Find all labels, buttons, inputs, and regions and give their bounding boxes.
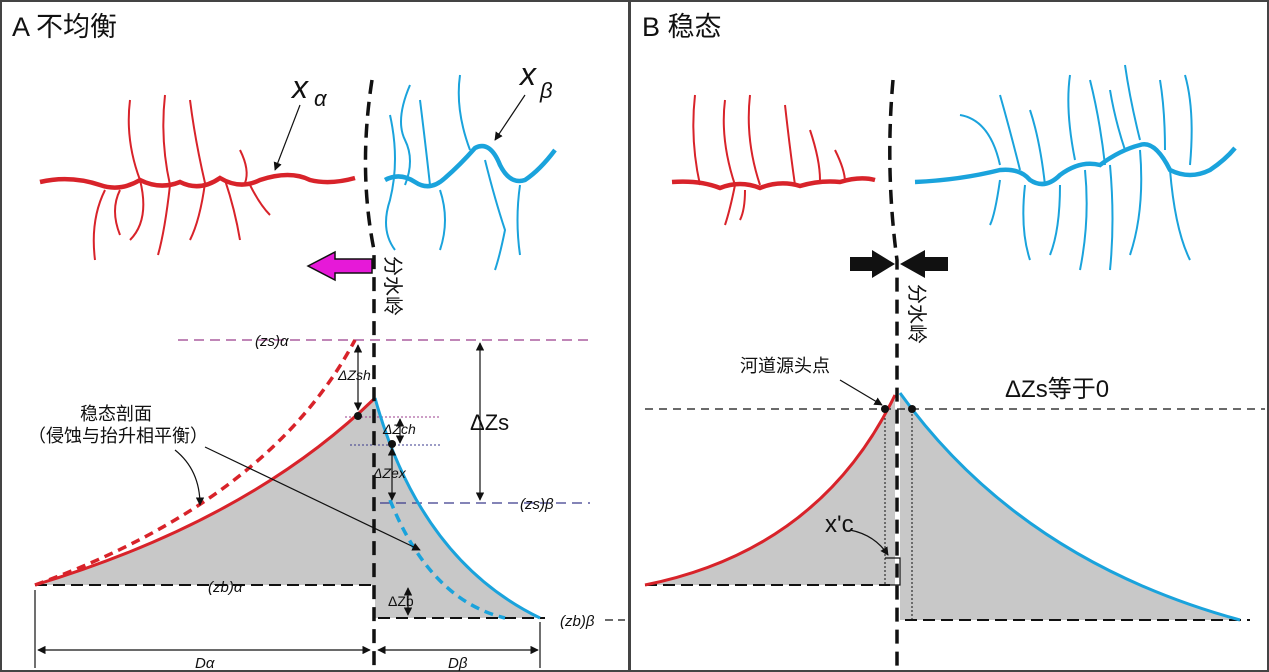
b-left-convergence-arrow	[850, 250, 895, 278]
alpha-basin-fill	[35, 398, 375, 585]
b-channel-head-pointer	[839, 379, 883, 406]
divide-line-a	[363, 79, 376, 672]
steady-profile-line2: （侵蚀与抬升相平衡）	[28, 426, 208, 446]
steady-profile-line1: 稳态剖面	[80, 404, 152, 424]
dz-s-label: ΔZs	[470, 410, 509, 435]
alpha-dashed-profile	[34, 339, 357, 587]
panel-a-title: A 不均衡	[12, 12, 117, 42]
b-dzs-zero-label: ΔZs等于0	[1005, 376, 1109, 403]
panel-b-divide-label: 分水岭	[905, 284, 928, 344]
b-xc-pointer	[849, 529, 889, 556]
steady-pointer-beta	[204, 446, 421, 551]
dz-ex-label: ΔZex	[372, 465, 407, 481]
beta-dashed-profile	[388, 499, 506, 620]
x-alpha-pointer	[273, 104, 301, 171]
b-beta-river-network	[914, 64, 1237, 271]
beta-basin-fill	[375, 398, 540, 618]
dz-b-label: ΔZb	[388, 593, 414, 609]
alpha-channel-head-dot	[354, 412, 362, 420]
d-alpha-label: Dα	[195, 655, 215, 672]
x-beta-pointer	[494, 94, 526, 141]
zb-beta-label: (zb)β	[560, 613, 595, 630]
steady-pointer-alpha	[174, 449, 205, 506]
divide-line-b	[888, 79, 899, 672]
zb-alpha-label: (zb)α	[208, 579, 243, 596]
b-beta-channel-head	[908, 405, 916, 413]
b-beta-profile	[898, 392, 1241, 622]
beta-channel-head-dot	[388, 440, 396, 448]
zs-beta-label: (zs)β	[520, 496, 554, 513]
b-xc-label: x'c	[825, 511, 854, 538]
beta-profile	[373, 397, 541, 620]
panel-b-title: B 稳态	[642, 12, 722, 42]
b-alpha-channel-head	[881, 405, 889, 413]
x-beta-label: x	[518, 56, 537, 92]
b-channel-head-label: 河道源头点	[740, 356, 830, 376]
dz-ch-label: ΔZch	[382, 421, 416, 437]
x-alpha-sub: α	[314, 86, 328, 111]
beta-river-network	[383, 74, 557, 271]
b-alpha-fill	[645, 395, 895, 585]
b-beta-fill	[900, 393, 1240, 620]
zs-alpha-label: (zs)α	[255, 333, 289, 350]
x-alpha-label: x	[290, 69, 309, 105]
b-xc-bracket	[885, 557, 901, 586]
panel-b-frame	[629, 0, 1269, 672]
divide-migration-arrow	[306, 250, 373, 282]
alpha-profile	[34, 396, 377, 587]
d-beta-label: Dβ	[448, 655, 468, 672]
b-alpha-river-network	[671, 94, 876, 226]
dz-sh-label: ΔZsh	[337, 367, 371, 383]
panel-a-divide-label: 分水岭	[381, 256, 404, 316]
b-alpha-profile	[644, 394, 897, 587]
x-beta-sub: β	[539, 78, 553, 103]
alpha-river-network	[39, 94, 356, 261]
b-right-convergence-arrow	[900, 250, 948, 278]
